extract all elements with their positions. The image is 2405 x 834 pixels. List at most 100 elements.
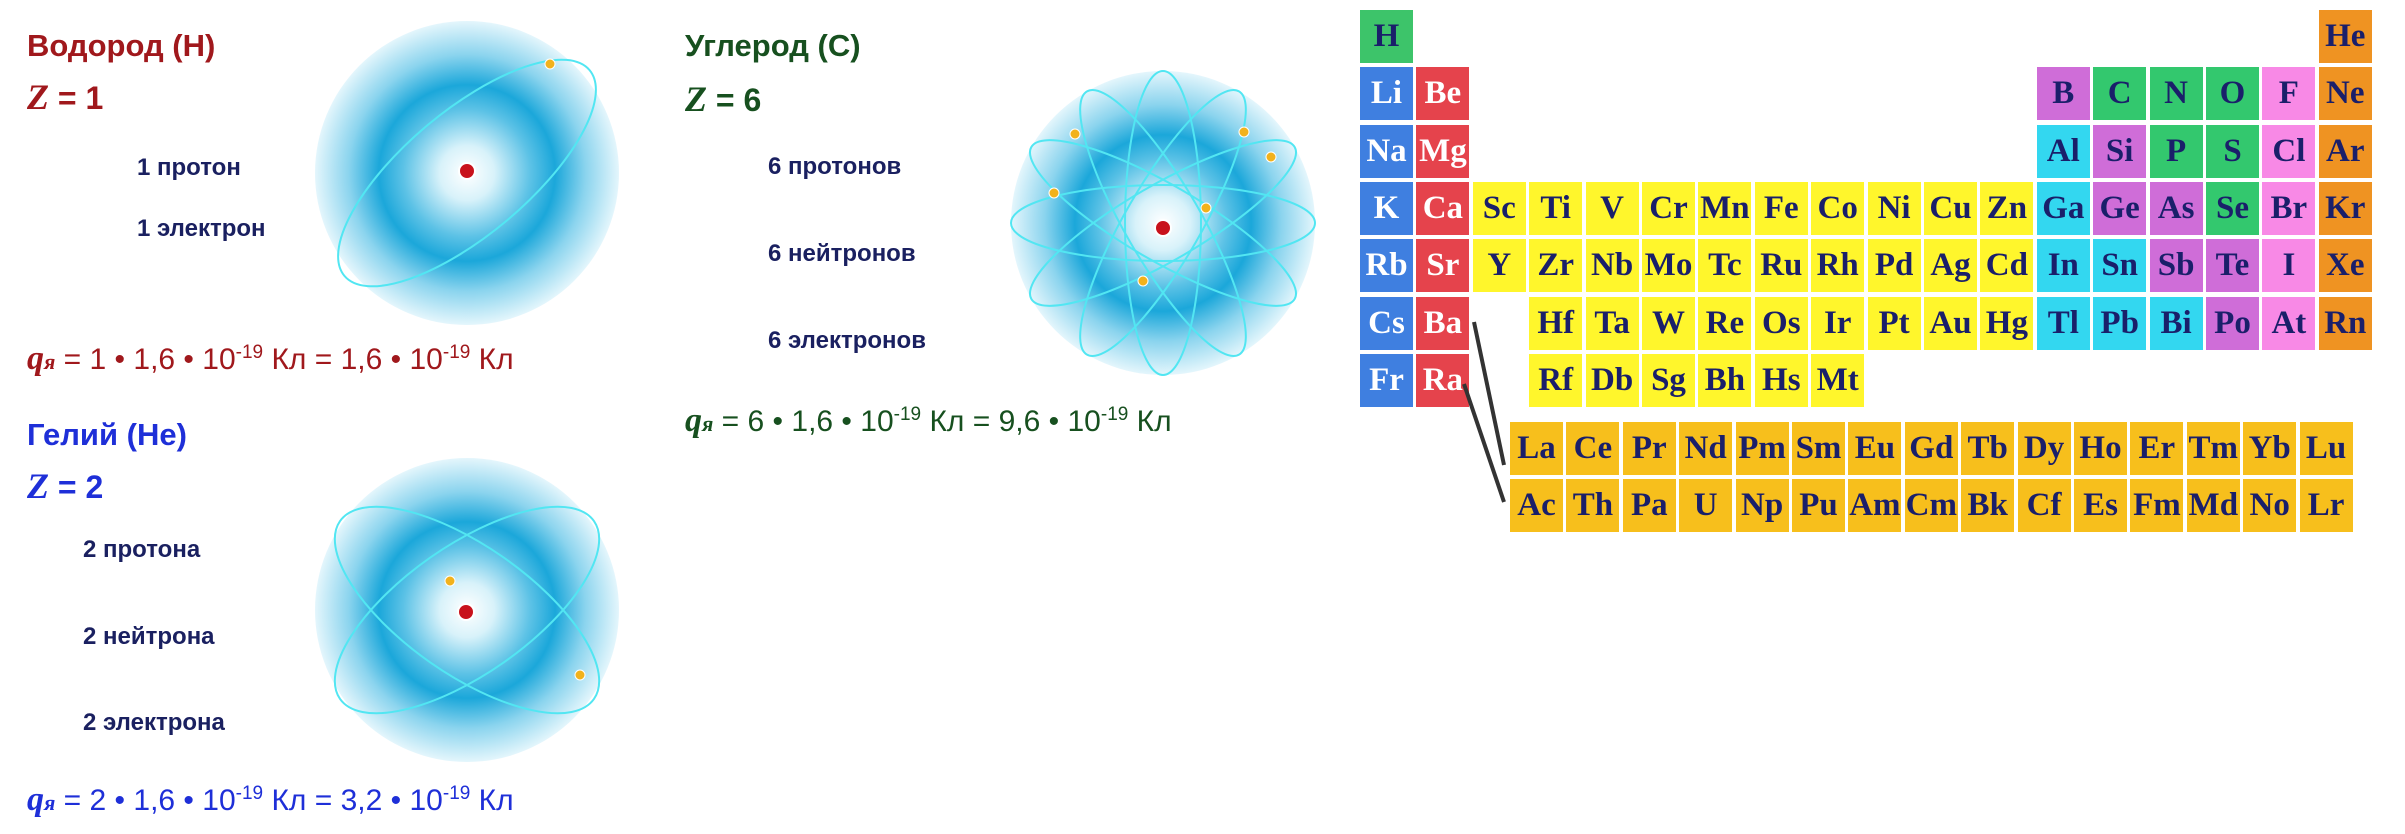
element-ho: Ho — [2074, 422, 2127, 475]
element-f: F — [2262, 67, 2316, 121]
electron — [1048, 187, 1060, 199]
element-c: C — [2093, 67, 2147, 121]
electron — [544, 58, 556, 70]
exponent: -19 — [235, 342, 264, 363]
element-ir: Ir — [1811, 296, 1865, 350]
element-ca: Ca — [1416, 181, 1470, 235]
z-symbol: Z — [27, 466, 49, 506]
hydrogen-charge-formula: qя = 1 • 1,6 • 10-19 Кл = 1,6 • 10-19 Кл — [27, 340, 514, 378]
carbon-protons: 6 протонов — [768, 153, 902, 180]
element-hg: Hg — [1980, 296, 2034, 350]
element-fr: Fr — [1360, 353, 1413, 407]
element-ta: Ta — [1585, 296, 1639, 350]
element-in: In — [2036, 239, 2090, 293]
element-as: As — [2149, 181, 2203, 235]
element-md: Md — [2186, 479, 2240, 533]
element-te: Te — [2206, 239, 2259, 293]
charge-q-sub: я — [44, 790, 56, 815]
formula-unit: Кл — [470, 343, 514, 376]
charge-q: q — [27, 340, 44, 377]
element-he: He — [2318, 10, 2372, 63]
element-tc: Tc — [1698, 239, 1752, 293]
helium-protons: 2 протона — [83, 536, 201, 563]
element-rh: Rh — [1811, 239, 1865, 293]
element-s: S — [2206, 124, 2259, 178]
electron — [1137, 275, 1149, 287]
element-yb: Yb — [2243, 422, 2297, 475]
element-zr: Zr — [1529, 239, 1583, 293]
formula-part: Кл = 1,6 • 10 — [263, 343, 443, 376]
formula-unit: Кл — [1128, 405, 1172, 438]
element-sm: Sm — [1792, 422, 1845, 475]
helium-charge-formula: qя = 2 • 1,6 • 10-19 Кл = 3,2 • 10-19 Кл — [27, 781, 514, 819]
element-pa: Pa — [1622, 479, 1676, 533]
helium-title: Гелий (He) — [27, 417, 187, 452]
hydrogen-electrons: 1 электрон — [137, 215, 266, 242]
exponent: -19 — [235, 783, 264, 804]
element-cm: Cm — [1904, 479, 1958, 533]
z-symbol: Z — [27, 77, 49, 117]
element-ge: Ge — [2093, 181, 2147, 235]
formula-part: Кл = 9,6 • 10 — [921, 405, 1101, 438]
element-nd: Nd — [1679, 422, 1733, 475]
element-cr: Cr — [1642, 181, 1695, 235]
element-ne: Ne — [2318, 67, 2372, 121]
element-hf: Hf — [1529, 296, 1583, 350]
element-ra: Ra — [1416, 353, 1470, 407]
element-ru: Ru — [1754, 239, 1808, 293]
charge-q: q — [685, 402, 702, 439]
element-v: V — [1585, 181, 1639, 235]
electron — [1200, 202, 1212, 214]
formula-part: = 1 • 1,6 • 10 — [55, 343, 236, 376]
electron — [444, 575, 456, 587]
helium-z: Z = 2 — [27, 465, 103, 507]
z-value: = 2 — [57, 469, 104, 505]
element-os: Os — [1754, 296, 1808, 350]
electron-orbit — [333, 505, 601, 715]
element-zn: Zn — [1980, 181, 2034, 235]
element-ga: Ga — [2036, 181, 2090, 235]
z-symbol: Z — [685, 79, 707, 119]
exponent: -19 — [1100, 404, 1129, 425]
element-eu: Eu — [1848, 422, 1902, 475]
electron-orbit — [333, 505, 601, 715]
formula-unit: Кл — [470, 784, 514, 817]
element-u: U — [1679, 479, 1733, 533]
element-lu: Lu — [2299, 422, 2353, 475]
element-ti: Ti — [1529, 181, 1583, 235]
charge-q: q — [27, 781, 44, 818]
element-se: Se — [2206, 181, 2259, 235]
element-xe: Xe — [2318, 239, 2372, 293]
element-rb: Rb — [1360, 239, 1413, 293]
helium-neutrons: 2 нейтрона — [83, 623, 215, 650]
connector-line — [1472, 321, 1506, 466]
element-kr: Kr — [2318, 181, 2372, 235]
element-dy: Dy — [2017, 422, 2071, 475]
element-tm: Tm — [2186, 422, 2240, 475]
element-n: N — [2149, 67, 2203, 121]
element-pu: Pu — [1792, 479, 1845, 533]
element-sg: Sg — [1642, 353, 1695, 407]
nucleus — [457, 603, 475, 621]
element-o: O — [2206, 67, 2259, 121]
element-cs: Cs — [1360, 296, 1413, 350]
element-y: Y — [1472, 239, 1526, 293]
element-pr: Pr — [1622, 422, 1676, 475]
element-pd: Pd — [1867, 239, 1921, 293]
element-k: K — [1360, 181, 1413, 235]
carbon-electrons: 6 электронов — [768, 327, 926, 354]
element-pm: Pm — [1735, 422, 1789, 475]
carbon-charge-formula: qя = 6 • 1,6 • 10-19 Кл = 9,6 • 10-19 Кл — [685, 402, 1172, 440]
lanthanide-actinide-connector — [1462, 321, 1506, 503]
element-au: Au — [1924, 296, 1977, 350]
electron-orbit — [1079, 88, 1247, 357]
element-ar: Ar — [2318, 124, 2372, 178]
element-mn: Mn — [1698, 181, 1752, 235]
electron-orbit — [1079, 88, 1247, 357]
element-la: La — [1510, 422, 1563, 475]
charge-q-sub: я — [44, 349, 56, 374]
electron — [1238, 126, 1250, 138]
hydrogen-atom-diagram — [315, 21, 619, 325]
charge-q-sub: я — [702, 411, 714, 436]
